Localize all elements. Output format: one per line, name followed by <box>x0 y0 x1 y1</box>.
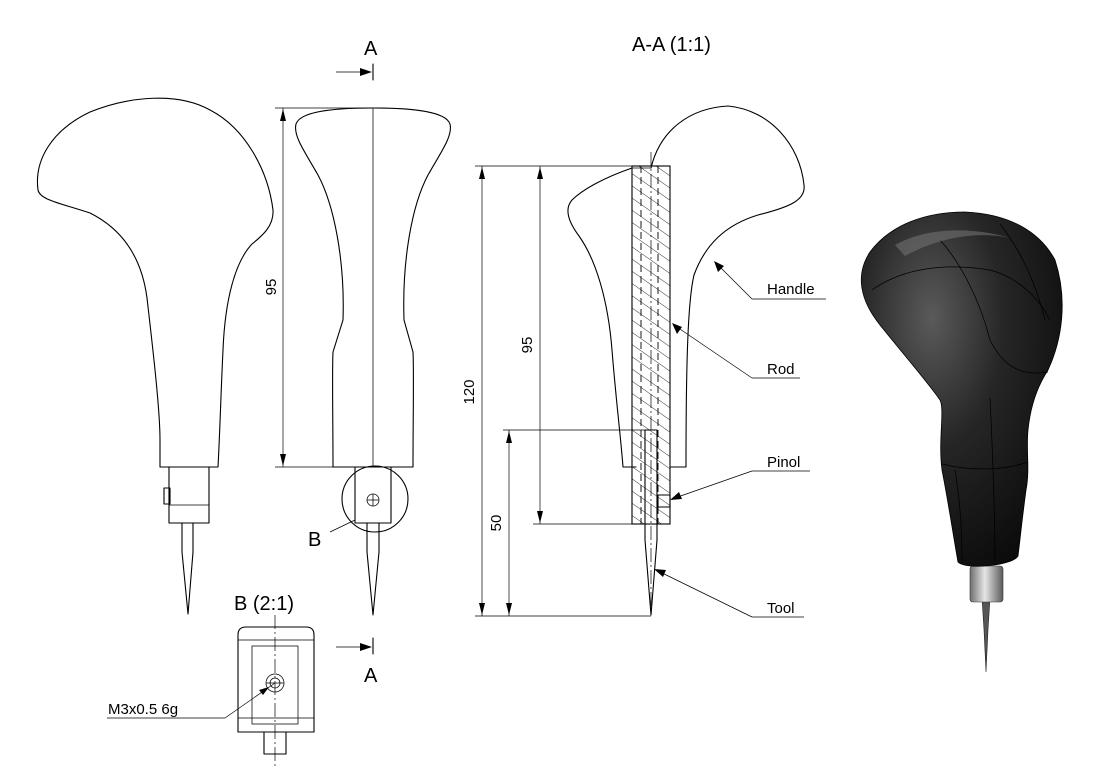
front-view-ferrule <box>354 466 392 524</box>
front-height-dimension: 95 <box>263 107 373 468</box>
section-a-marker-top: A <box>364 38 378 60</box>
leader-handle: Handle <box>714 261 826 300</box>
side-view-handle-outline <box>36 97 274 468</box>
rod-label: Rod <box>767 361 795 378</box>
front-height-value: 95 <box>263 279 280 296</box>
handle-label: Handle <box>767 281 815 298</box>
tool-label: Tool <box>767 600 795 617</box>
leader-tool: Tool <box>654 569 804 618</box>
section-a-marker-bottom: A <box>364 665 378 687</box>
section-tool-value: 50 <box>488 515 505 532</box>
section-handle-value: 95 <box>519 337 536 354</box>
leader-rod: Rod <box>672 323 800 379</box>
detail-b-marker: B <box>308 529 321 551</box>
section-handle-outline <box>567 167 637 468</box>
rendered-view <box>860 211 1063 673</box>
detail-b-view: B (2:1) M3x0.5 6g A <box>107 593 378 768</box>
section-pinol <box>657 494 671 508</box>
detail-b-outline <box>237 626 315 733</box>
section-tool <box>644 429 658 616</box>
front-view-tool <box>366 522 380 616</box>
render-handle-body <box>860 211 1063 567</box>
section-tool-dimension: 50 <box>488 429 645 616</box>
section-handle-dimension: 95 <box>519 166 632 525</box>
thread-spec-label: M3x0.5 6g <box>108 701 178 718</box>
render-tool-tip <box>981 597 991 673</box>
side-view-pinol-stub <box>163 487 171 505</box>
pinol-label: Pinol <box>767 454 800 471</box>
detail-b-circle <box>341 465 409 533</box>
section-view: A-A (1:1) 120 95 <box>461 34 826 618</box>
section-title: A-A (1:1) <box>632 34 711 56</box>
detail-b-title: B (2:1) <box>234 593 294 615</box>
front-view: B A 95 <box>263 38 451 616</box>
render-ferrule <box>969 565 1004 603</box>
side-view-tool <box>181 522 194 615</box>
leader-pinol: Pinol <box>670 454 810 500</box>
section-total-dimension: 120 <box>461 165 651 617</box>
side-view-ferrule <box>168 466 210 524</box>
side-view <box>36 97 274 615</box>
section-total-value: 120 <box>461 379 478 404</box>
